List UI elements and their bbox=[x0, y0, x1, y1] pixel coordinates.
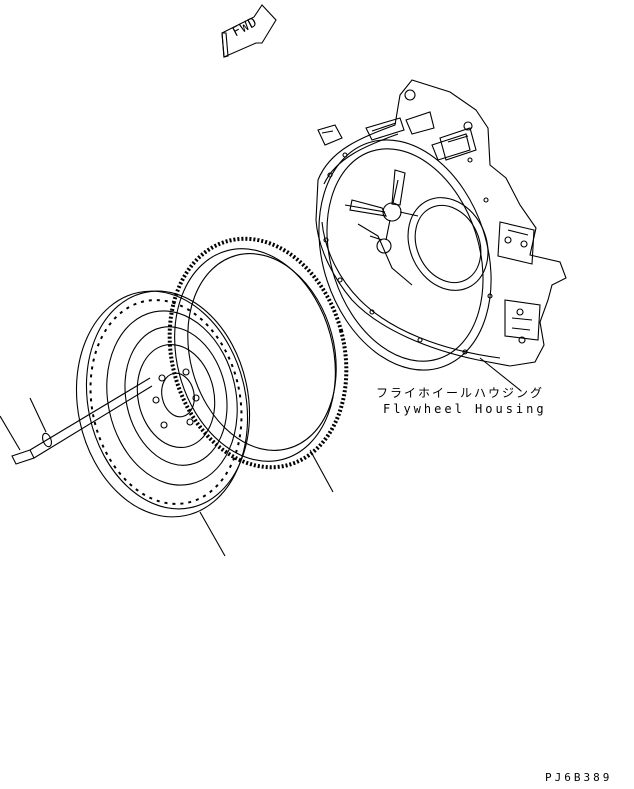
ring-gear bbox=[145, 219, 371, 488]
leader-lines bbox=[0, 358, 520, 556]
drawing-code: PJ6B389 bbox=[545, 771, 613, 784]
fwd-arrow-icon bbox=[222, 5, 276, 57]
callout-label-japanese: フライホイールハウジング bbox=[376, 386, 545, 400]
callout-label-english: Flywheel Housing bbox=[383, 402, 547, 416]
flywheel bbox=[56, 275, 269, 533]
flywheel-housing bbox=[291, 80, 566, 393]
washer bbox=[41, 432, 53, 448]
